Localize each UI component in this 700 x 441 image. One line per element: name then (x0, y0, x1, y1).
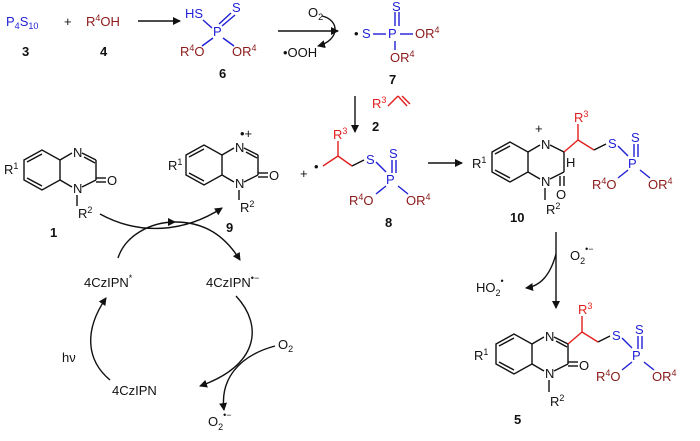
svg-text:N: N (545, 329, 554, 344)
svg-text:S: S (362, 26, 371, 41)
svg-text:P4S10: P4S10 (6, 14, 38, 31)
svg-text:OR4: OR4 (415, 25, 440, 41)
svg-text:R3: R3 (372, 95, 386, 111)
svg-text:R4OH: R4OH (86, 13, 120, 29)
svg-text:N: N (541, 137, 550, 152)
svg-text:N: N (73, 145, 82, 160)
svg-text:HS: HS (185, 6, 203, 21)
arrow-o2-curl (317, 15, 336, 49)
compound-9: N •+ N O R2 R1 (168, 126, 279, 215)
cat-reduced: 4CzIPN•− (206, 273, 259, 290)
svg-text:P: P (628, 156, 637, 171)
label-3: 3 (22, 44, 29, 59)
hydroperoxyl-product: HO2• (476, 276, 504, 298)
svg-text:R1: R1 (168, 157, 182, 173)
svg-text:N: N (545, 366, 554, 381)
svg-text:S: S (392, 0, 401, 14)
hydroperoxyl-radical: •OOH (283, 45, 317, 60)
svg-text:R4O: R4O (592, 176, 617, 192)
svg-text:•: • (354, 26, 359, 41)
reagent-p4s10: P4S10 (6, 14, 38, 31)
svg-text:R1: R1 (4, 161, 18, 177)
svg-text:N: N (235, 140, 244, 155)
svg-text:N: N (73, 181, 82, 196)
svg-text:O: O (579, 358, 589, 373)
compound-5: N N O R2 R1 R3 S P S R4O OR4 (474, 301, 677, 409)
svg-text:P: P (386, 172, 395, 187)
label-5: 5 (514, 412, 521, 427)
svg-text:OR4: OR4 (648, 176, 673, 192)
svg-text:OR4: OR4 (406, 192, 431, 208)
label-2: 2 (372, 119, 379, 134)
label-7: 7 (389, 72, 396, 87)
label-8: 8 (385, 215, 392, 230)
svg-text:N: N (235, 176, 244, 191)
svg-text:S: S (608, 136, 617, 151)
svg-text:S: S (612, 328, 621, 343)
compound-7: • S P S OR4 OR4 (354, 0, 440, 65)
svg-text:N: N (541, 174, 550, 189)
arrow-excitation (89, 297, 111, 381)
svg-text:S: S (635, 322, 644, 337)
svg-text:R1: R1 (472, 155, 486, 171)
svg-text:O: O (269, 168, 279, 183)
cycle-arc-out (174, 221, 241, 261)
svg-text:S: S (389, 146, 398, 161)
svg-text:•: • (314, 159, 319, 174)
o2-cycle: O2 (278, 337, 293, 354)
svg-text:S: S (366, 152, 375, 167)
svg-text:O: O (556, 187, 566, 202)
light-hv: hν (62, 350, 76, 365)
svg-text:P: P (213, 24, 222, 39)
svg-text:O: O (107, 173, 117, 188)
svg-text:R2: R2 (550, 393, 564, 409)
svg-text:S: S (232, 0, 241, 15)
svg-text:R4O: R4O (596, 368, 621, 384)
label-10: 10 (510, 210, 524, 225)
cat-excited: 4CzIPN* (84, 273, 133, 290)
label-6: 6 (219, 66, 226, 81)
label-1: 1 (50, 225, 57, 240)
svg-text:R3: R3 (574, 109, 588, 125)
compound-8: • R3 S P S R4O OR4 (314, 126, 431, 208)
arrow-hydroperoxyl-release (525, 253, 557, 291)
svg-text:•+: •+ (240, 126, 252, 141)
plus-sign-2: + (300, 166, 308, 181)
plus-sign: + (64, 14, 72, 29)
svg-text:S: S (631, 130, 640, 145)
cycle-arc-in (117, 218, 176, 259)
svg-text:R4O: R4O (349, 192, 374, 208)
label-4: 4 (100, 44, 108, 59)
compound-1: N N O R2 R1 (4, 145, 117, 221)
svg-text:OR4: OR4 (390, 49, 415, 65)
svg-text:H: H (566, 155, 575, 170)
compound-6: HS S P R4O OR4 (180, 0, 257, 59)
svg-text:R2: R2 (78, 205, 92, 221)
svg-text:P: P (388, 26, 397, 41)
compound-10: N + N O H R2 R1 R3 S P S R4O OR4 (472, 109, 673, 217)
svg-text:R2: R2 (546, 201, 560, 217)
svg-text:+: + (535, 121, 543, 136)
svg-text:R3: R3 (333, 126, 347, 142)
cat-ground: 4CzIPN (112, 383, 157, 398)
alkene-2: R3 (372, 95, 411, 111)
svg-text:R1: R1 (474, 347, 488, 363)
arrow-reduced-to-ground (199, 295, 253, 388)
svg-text:R2: R2 (240, 199, 254, 215)
o2-oxidant-top: O2 (308, 5, 323, 22)
label-9: 9 (226, 220, 233, 235)
svg-text:R4O: R4O (180, 43, 205, 59)
svg-text:P: P (632, 348, 641, 363)
svg-text:R3: R3 (578, 301, 592, 317)
superoxide-cycle: O2•− (208, 410, 232, 432)
arrow-o2-to-superoxide (219, 345, 276, 411)
svg-text:OR4: OR4 (652, 368, 677, 384)
arrow-1-to-9 (99, 207, 223, 230)
reagent-r4oh: R4OH (86, 13, 120, 29)
superoxide-step: O2•− (570, 244, 594, 266)
svg-text:OR4: OR4 (232, 43, 257, 59)
